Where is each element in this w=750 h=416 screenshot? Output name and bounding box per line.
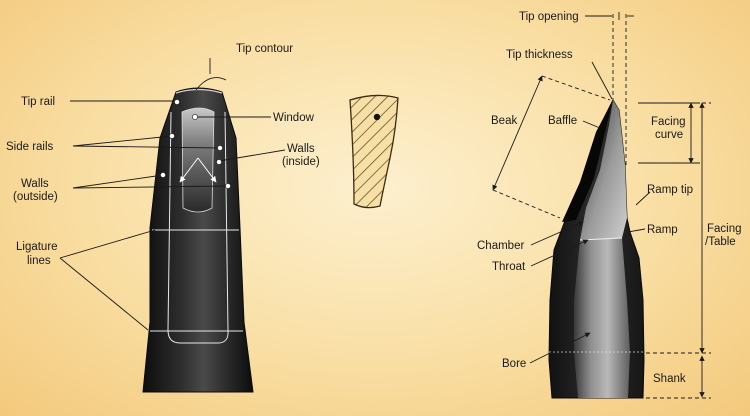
- label-facing-curve-2: curve: [655, 129, 683, 141]
- label-shank: Shank: [653, 373, 686, 385]
- walls-inside-arrow-left: [179, 157, 199, 183]
- label-ramp-tip: Ramp tip: [647, 184, 693, 196]
- label-walls-inside-1: Walls: [287, 143, 315, 155]
- label-walls-inside-2: (inside): [282, 156, 320, 168]
- label-beak: Beak: [491, 115, 517, 127]
- chamber-facing: [580, 100, 627, 240]
- table-outline: [167, 111, 229, 344]
- label-bore: Bore: [502, 358, 526, 370]
- cross-section-hatched: [349, 94, 399, 209]
- label-walls-outside-1: Walls: [21, 178, 49, 190]
- label-window: Window: [273, 112, 315, 124]
- label-side-rails: Side rails: [6, 141, 54, 153]
- label-ligature-1: Ligature: [16, 241, 58, 253]
- front-view-mouthpiece: [142, 87, 254, 393]
- front-leaders: [59, 58, 286, 331]
- tip-rail-highlight: [175, 88, 223, 94]
- label-baffle: Baffle: [548, 115, 577, 127]
- window-section-dot: [373, 113, 381, 121]
- label-facing-table-1: Facing: [707, 223, 742, 235]
- window-opening: [181, 107, 215, 213]
- side-view-mouthpiece: [548, 98, 645, 399]
- label-ramp: Ramp: [647, 224, 678, 236]
- label-chamber: Chamber: [477, 240, 524, 252]
- label-tip-rail: Tip rail: [21, 96, 55, 108]
- label-facing-table-2: /Table: [705, 236, 736, 248]
- label-throat: Throat: [492, 261, 526, 273]
- label-walls-outside-2: (outside): [13, 191, 58, 203]
- label-ligature-2: lines: [27, 255, 51, 267]
- walls-inside-arrow-right: [197, 157, 217, 183]
- label-tip-contour: Tip contour: [236, 43, 293, 55]
- label-facing-curve-1: Facing: [651, 116, 686, 128]
- label-tip-opening: Tip opening: [519, 11, 579, 23]
- label-tip-thickness: Tip thickness: [506, 49, 573, 61]
- side-beak-shadow: [562, 100, 613, 222]
- side-leaders: [492, 12, 711, 399]
- bore-shaft: [574, 238, 630, 398]
